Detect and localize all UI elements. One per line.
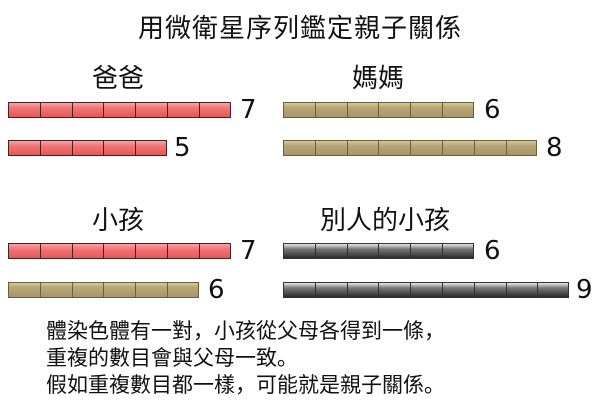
repeat-unit xyxy=(410,140,442,156)
label-mom: 媽媽 xyxy=(352,64,405,94)
repeat-unit xyxy=(314,102,347,118)
repeat-unit xyxy=(346,282,379,298)
repeat-unit xyxy=(378,282,411,298)
repeat-unit xyxy=(378,140,411,156)
repeat-unit xyxy=(39,140,72,156)
repeat-unit xyxy=(473,282,506,298)
repeat-unit xyxy=(135,102,167,118)
repeat-unit xyxy=(314,243,347,259)
repeat-unit xyxy=(135,243,167,259)
repeat-unit xyxy=(103,243,136,259)
mom-bar-2-value: 8 xyxy=(546,133,563,163)
mom-bar-1 xyxy=(283,102,474,118)
repeat-unit xyxy=(198,102,231,118)
repeat-unit xyxy=(441,243,474,259)
repeat-unit xyxy=(410,102,442,118)
repeat-unit xyxy=(346,243,379,259)
repeat-unit xyxy=(283,102,315,118)
repeat-unit xyxy=(39,282,72,298)
repeat-unit xyxy=(378,102,411,118)
repeat-unit xyxy=(8,243,40,259)
repeat-unit xyxy=(346,102,379,118)
repeat-unit xyxy=(410,243,442,259)
repeat-unit xyxy=(283,140,315,156)
repeat-unit xyxy=(103,140,136,156)
mom-bar-2 xyxy=(283,140,538,156)
explanation-line-1: 體染色體有一對，小孩從父母各得到一條， xyxy=(46,319,445,343)
repeat-unit xyxy=(8,102,40,118)
repeat-unit xyxy=(103,282,136,298)
repeat-unit xyxy=(8,282,40,298)
explanation-text: 體染色體有一對，小孩從父母各得到一條， 重複的數目會與父母一致。 假如重複數目都… xyxy=(46,318,445,399)
repeat-unit xyxy=(505,282,538,298)
repeat-unit xyxy=(135,140,167,156)
repeat-unit xyxy=(473,140,506,156)
dad-bar-1-value: 7 xyxy=(240,95,257,125)
repeat-unit xyxy=(346,140,379,156)
repeat-unit xyxy=(505,140,538,156)
repeat-unit xyxy=(537,282,570,298)
repeat-unit xyxy=(441,140,474,156)
repeat-unit xyxy=(441,102,474,118)
explanation-line-3: 假如重複數目都一樣，可能就是親子關係。 xyxy=(46,373,445,397)
repeat-unit xyxy=(103,102,136,118)
repeat-unit xyxy=(71,140,104,156)
child-bar-2 xyxy=(8,282,199,298)
mom-bar-1-value: 6 xyxy=(484,95,501,125)
child-bar-1-value: 7 xyxy=(240,236,257,266)
repeat-unit xyxy=(39,102,72,118)
repeat-unit xyxy=(283,282,315,298)
other-child-bar-2-value: 9 xyxy=(576,275,593,305)
repeat-unit xyxy=(71,243,104,259)
dad-bar-1 xyxy=(8,102,231,118)
repeat-unit xyxy=(166,243,199,259)
repeat-unit xyxy=(71,102,104,118)
repeat-unit xyxy=(314,282,347,298)
repeat-unit xyxy=(283,243,315,259)
repeat-unit xyxy=(8,140,40,156)
repeat-unit xyxy=(441,282,474,298)
dad-bar-2-value: 5 xyxy=(174,133,191,163)
child-bar-1 xyxy=(8,243,231,259)
explanation-line-2: 重複的數目會與父母一致。 xyxy=(46,346,298,370)
dad-bar-2 xyxy=(8,140,167,156)
repeat-unit xyxy=(378,243,411,259)
repeat-unit xyxy=(166,282,199,298)
other-child-bar-2 xyxy=(283,282,570,298)
repeat-unit xyxy=(166,102,199,118)
child-bar-2-value: 6 xyxy=(208,275,225,305)
other-child-bar-1 xyxy=(283,243,474,259)
repeat-unit xyxy=(314,140,347,156)
diagram-title: 用微衛星序列鑑定親子關係 xyxy=(137,14,462,44)
label-child: 小孩 xyxy=(92,206,145,236)
repeat-unit xyxy=(410,282,442,298)
repeat-unit xyxy=(71,282,104,298)
label-dad: 爸爸 xyxy=(92,64,145,94)
label-other-child: 別人的小孩 xyxy=(320,206,451,236)
other-child-bar-1-value: 6 xyxy=(484,236,501,266)
repeat-unit xyxy=(198,243,231,259)
repeat-unit xyxy=(135,282,167,298)
repeat-unit xyxy=(39,243,72,259)
